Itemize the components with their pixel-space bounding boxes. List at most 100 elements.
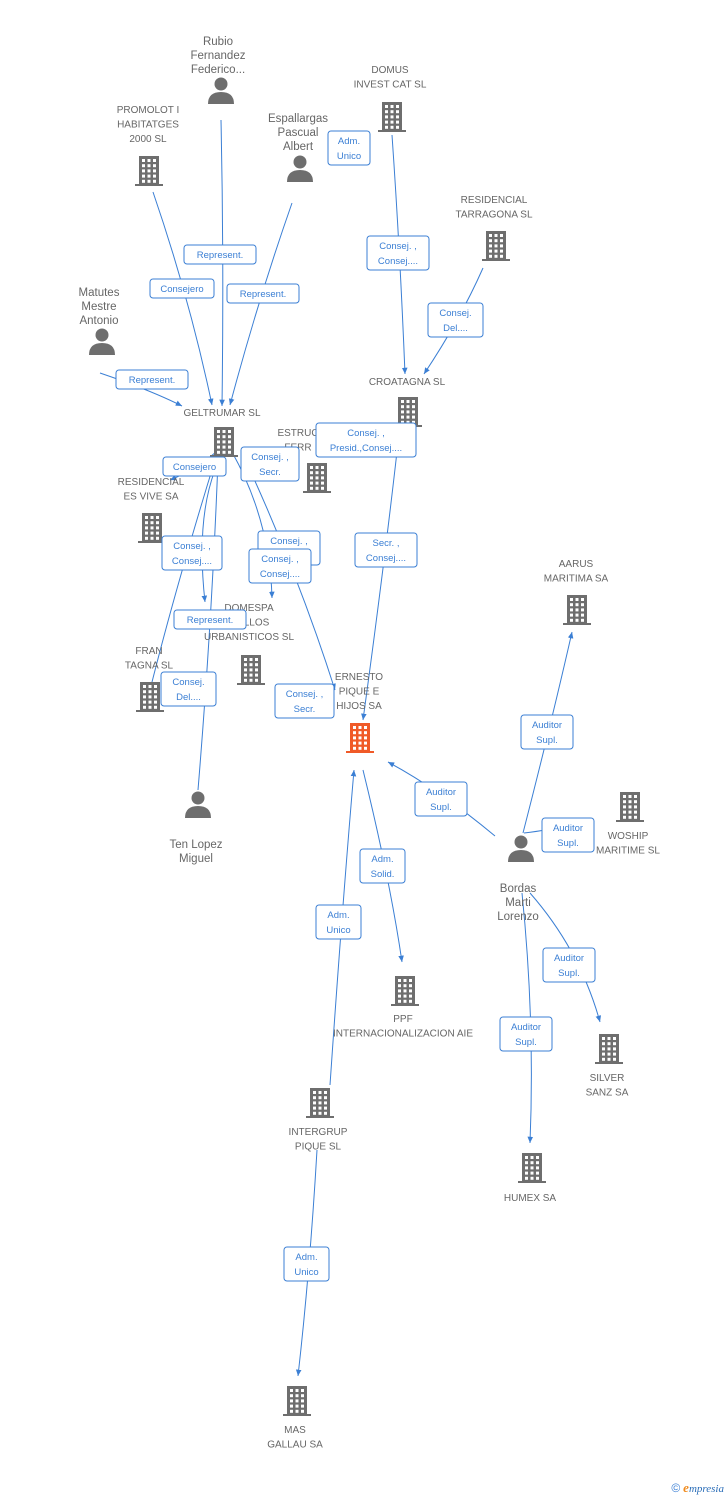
building-base xyxy=(138,541,166,543)
relation-text-line: Del.... xyxy=(443,323,468,334)
relation-label-consejero_promolot[interactable]: Consejero xyxy=(149,278,215,299)
building-window xyxy=(500,234,503,237)
building-window xyxy=(222,445,226,449)
relation-text-line: Consej. , xyxy=(270,536,308,547)
relation-text-line: Adm. xyxy=(327,910,349,921)
relation-text-line: Unico xyxy=(294,1267,318,1278)
building-window xyxy=(222,435,226,439)
building-window xyxy=(301,1409,304,1413)
building-window xyxy=(249,668,253,672)
building-window xyxy=(301,1404,304,1408)
node-label-line: DOMUS xyxy=(371,65,409,76)
node-geltrumar[interactable]: GELTRUMAR SL xyxy=(183,408,261,457)
relation-label-consej_secr_gel[interactable]: Consej. ,Secr. xyxy=(240,446,300,482)
relation-label-represent_rubio[interactable]: Represent. xyxy=(183,244,257,265)
relation-label-adm_solid[interactable]: Adm.Solid. xyxy=(359,848,406,884)
node-domus[interactable]: DOMUS INVEST CAT SL xyxy=(354,65,427,132)
relation-label-represent_espallargas[interactable]: Represent. xyxy=(226,283,300,304)
building-window xyxy=(536,1166,539,1170)
relation-label-secr_consej[interactable]: Secr. ,Consej.... xyxy=(354,532,418,568)
building-window xyxy=(403,984,407,988)
relation-label-adm_unico_intergrup[interactable]: Adm.Unico xyxy=(315,904,362,940)
relation-label-consej_del_fran[interactable]: Consej.Del.... xyxy=(160,671,217,707)
relation-label-adm_unico_mas[interactable]: Adm. Unico xyxy=(283,1246,330,1282)
relation-label-represent_matutes[interactable]: Represent. xyxy=(115,369,189,390)
node-rubio[interactable]: RubioFernandezFederico... xyxy=(191,36,246,104)
relation-label-represent_ten[interactable]: Represent. xyxy=(173,609,247,630)
building-window xyxy=(310,476,313,480)
building-window xyxy=(398,984,401,988)
building-window xyxy=(217,430,220,433)
building-window xyxy=(295,1394,299,1398)
node-label-line: INVEST CAT SL xyxy=(354,80,427,91)
building-window xyxy=(570,603,573,607)
relation-label-consej_presid[interactable]: Consej. ,Presid.,Consej.... xyxy=(315,422,417,458)
building-window xyxy=(396,120,399,124)
building-window xyxy=(364,731,367,735)
building-window xyxy=(364,736,367,740)
relation-text-line: Supl. xyxy=(430,802,452,813)
building-window xyxy=(607,1042,611,1046)
building-window xyxy=(412,420,415,424)
building-window xyxy=(613,1057,616,1061)
node-croatagna[interactable]: CROATAGNA SL xyxy=(369,377,446,427)
building-window xyxy=(628,800,632,804)
building-window xyxy=(607,1037,611,1040)
relation-label-consej_domus[interactable]: Consej. ,Consej.... xyxy=(366,235,430,271)
relation-box xyxy=(366,235,430,271)
building-window xyxy=(494,254,498,258)
relation-label-consej_secr_ern[interactable]: Consej. ,Secr. xyxy=(274,683,335,719)
relation-label-consej_c[interactable]: Consej. ,Consej.... xyxy=(248,548,312,584)
node-label-line: CROATAGNA SL xyxy=(369,377,446,388)
building-window xyxy=(385,110,388,114)
building-window xyxy=(143,685,146,688)
relation-box xyxy=(162,456,227,477)
building-window xyxy=(602,1047,605,1051)
relation-label-consej_b[interactable]: Consej. ,Consej.... xyxy=(161,535,223,571)
building-window xyxy=(409,989,412,993)
node-label-line: Matutes xyxy=(79,287,120,299)
relation-label-consejero_vive[interactable]: Consejero xyxy=(162,456,227,477)
relation-text-line: Consej. , xyxy=(261,554,299,565)
relation-label-adm_unico_domus[interactable]: Adm.Unico xyxy=(327,130,371,166)
brand-logo[interactable]: empresia xyxy=(683,1480,724,1496)
node-humex[interactable]: HUMEX SA xyxy=(504,1153,557,1204)
building-window xyxy=(315,486,319,490)
relation-text-line: Secr. , xyxy=(373,538,400,549)
building-window xyxy=(290,1404,293,1408)
building-window xyxy=(153,169,156,173)
person-icon xyxy=(287,155,313,182)
relation-label-consej_del_tarragona[interactable]: Consej.Del.... xyxy=(427,302,484,338)
footer-credit[interactable]: © empresia xyxy=(671,1480,724,1496)
building-window xyxy=(494,244,498,248)
relation-text-line: Consej. , xyxy=(251,452,289,463)
building-base xyxy=(616,820,644,822)
building-window xyxy=(406,420,410,424)
building-base xyxy=(135,184,163,186)
building-window xyxy=(398,994,401,998)
relation-text-line: Adm. xyxy=(295,1252,317,1263)
node-label-line: Albert xyxy=(283,141,314,153)
building-window xyxy=(602,1057,605,1061)
